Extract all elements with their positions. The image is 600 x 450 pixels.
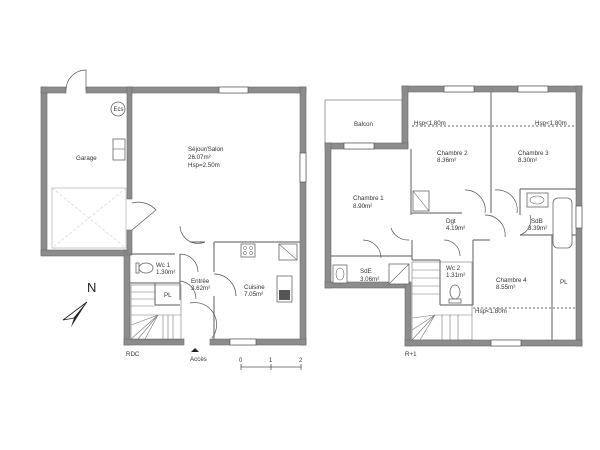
room-sdb-name: SdB bbox=[531, 218, 543, 225]
wall bbox=[401, 85, 409, 149]
door bbox=[484, 214, 506, 238]
room-dgt-name: Dgt bbox=[446, 218, 456, 225]
scale-tick-1: 1 bbox=[269, 358, 273, 364]
staircase bbox=[130, 284, 182, 341]
window bbox=[218, 86, 249, 94]
garage-gate bbox=[51, 187, 127, 249]
room-chambre1-name: Chambre 1 bbox=[353, 195, 384, 202]
window bbox=[343, 142, 375, 150]
room-chambre3-area: 8.30m² bbox=[518, 157, 537, 164]
door bbox=[362, 239, 382, 259]
room-sde-name: SdE bbox=[360, 268, 372, 275]
sink-icon bbox=[112, 138, 126, 161]
room-wc2-area: 1.31m² bbox=[446, 272, 465, 279]
room-wc2-name: Wc 2 bbox=[446, 265, 461, 272]
window bbox=[443, 85, 475, 93]
room-sdb-area: 3.39m² bbox=[528, 225, 547, 232]
room-sde-area: 3.06m² bbox=[360, 276, 379, 283]
toilet-icon bbox=[138, 262, 154, 274]
level-r1: Balcon Chambre 1 8.90m² Chambre 2 8.36m²… bbox=[324, 85, 583, 358]
window bbox=[517, 85, 549, 93]
garage-door bbox=[65, 69, 87, 91]
staircase bbox=[411, 261, 473, 341]
door bbox=[179, 225, 206, 244]
room-garage: Garage bbox=[76, 155, 97, 162]
garage-gate-diagonal bbox=[51, 187, 127, 249]
north-arrow: N bbox=[62, 280, 96, 327]
water-heater-icon bbox=[110, 101, 126, 117]
height-note: Hsp<1.80m bbox=[535, 120, 567, 127]
room-wc1-area: 1.30m² bbox=[156, 269, 175, 276]
door bbox=[179, 280, 197, 300]
wall bbox=[40, 86, 67, 94]
wall bbox=[123, 338, 185, 346]
entrance-arrow-icon bbox=[191, 348, 199, 352]
ecs-label: Ecs bbox=[114, 107, 124, 113]
compass-arrow-shadow bbox=[71, 302, 87, 327]
room-cuisine-area: 7.05m² bbox=[244, 291, 263, 298]
room-wc1-name: Wc 1 bbox=[156, 262, 171, 269]
wall bbox=[209, 338, 307, 346]
wall bbox=[123, 249, 131, 346]
room-chambre1-area: 8.90m² bbox=[353, 203, 372, 210]
room-entree-area: 3.62m² bbox=[191, 285, 210, 292]
wall bbox=[299, 86, 307, 346]
room-entree-name: Entrée bbox=[191, 278, 210, 285]
door bbox=[494, 189, 518, 214]
window bbox=[229, 338, 257, 346]
window bbox=[575, 205, 583, 229]
room-cuisine-name: Cuisine bbox=[244, 284, 265, 291]
wall bbox=[85, 86, 307, 94]
entrance-door bbox=[189, 302, 217, 339]
north-label: N bbox=[87, 280, 96, 295]
door bbox=[390, 227, 410, 241]
wall bbox=[324, 142, 332, 289]
room-chambre2-area: 8.36m² bbox=[437, 157, 456, 164]
room-chambre4-area: 8.55m² bbox=[496, 284, 515, 291]
level-label-r1: R+1 bbox=[405, 351, 417, 358]
level-rdc: Ecs bbox=[40, 69, 307, 363]
wall bbox=[404, 281, 412, 347]
room-chambre3-name: Chambre 3 bbox=[518, 150, 549, 157]
entrance-label: Accès bbox=[190, 356, 207, 363]
room-sejour-height: Hsp=2.50m bbox=[188, 162, 220, 169]
room-pl-r1: PL bbox=[560, 279, 568, 286]
toilet-tank bbox=[448, 298, 462, 304]
level-label-rdc: RDC bbox=[126, 351, 140, 358]
room-chambre2-name: Chambre 2 bbox=[437, 150, 468, 157]
wall bbox=[40, 249, 130, 257]
room-balcon: Balcon bbox=[354, 121, 373, 128]
scale-tick-2: 2 bbox=[299, 358, 303, 364]
door bbox=[213, 273, 237, 297]
wall bbox=[40, 86, 48, 256]
window bbox=[299, 152, 307, 183]
room-sejour-name: Séjour/Salon bbox=[188, 146, 224, 153]
stove-icon bbox=[240, 243, 256, 258]
scale-bar: 0 1 2 bbox=[239, 358, 303, 370]
door bbox=[179, 253, 199, 273]
wall bbox=[126, 86, 133, 200]
drainer bbox=[279, 290, 290, 300]
door bbox=[464, 189, 486, 214]
room-dgt-area: 4.19m² bbox=[446, 225, 465, 232]
room-sejour-area: 26.07m² bbox=[188, 154, 211, 161]
door bbox=[519, 214, 532, 236]
washbasin-icon bbox=[332, 264, 348, 284]
balcony-outline bbox=[324, 99, 403, 145]
toilet-tank bbox=[135, 262, 140, 274]
washbasin-icon bbox=[526, 192, 549, 208]
height-note: Hsp<1.80m bbox=[475, 308, 507, 315]
wall bbox=[126, 229, 133, 256]
room-chambre4-name: Chambre 4 bbox=[496, 277, 527, 284]
scale-tick-0: 0 bbox=[239, 358, 243, 364]
door bbox=[443, 239, 461, 257]
height-note: Hsp<1.80m bbox=[414, 120, 446, 127]
bathtub-icon bbox=[552, 197, 573, 249]
window bbox=[490, 339, 522, 347]
room-pl: PL bbox=[164, 292, 172, 299]
toilet-icon bbox=[449, 284, 461, 300]
wall bbox=[401, 85, 583, 93]
door bbox=[131, 201, 157, 231]
